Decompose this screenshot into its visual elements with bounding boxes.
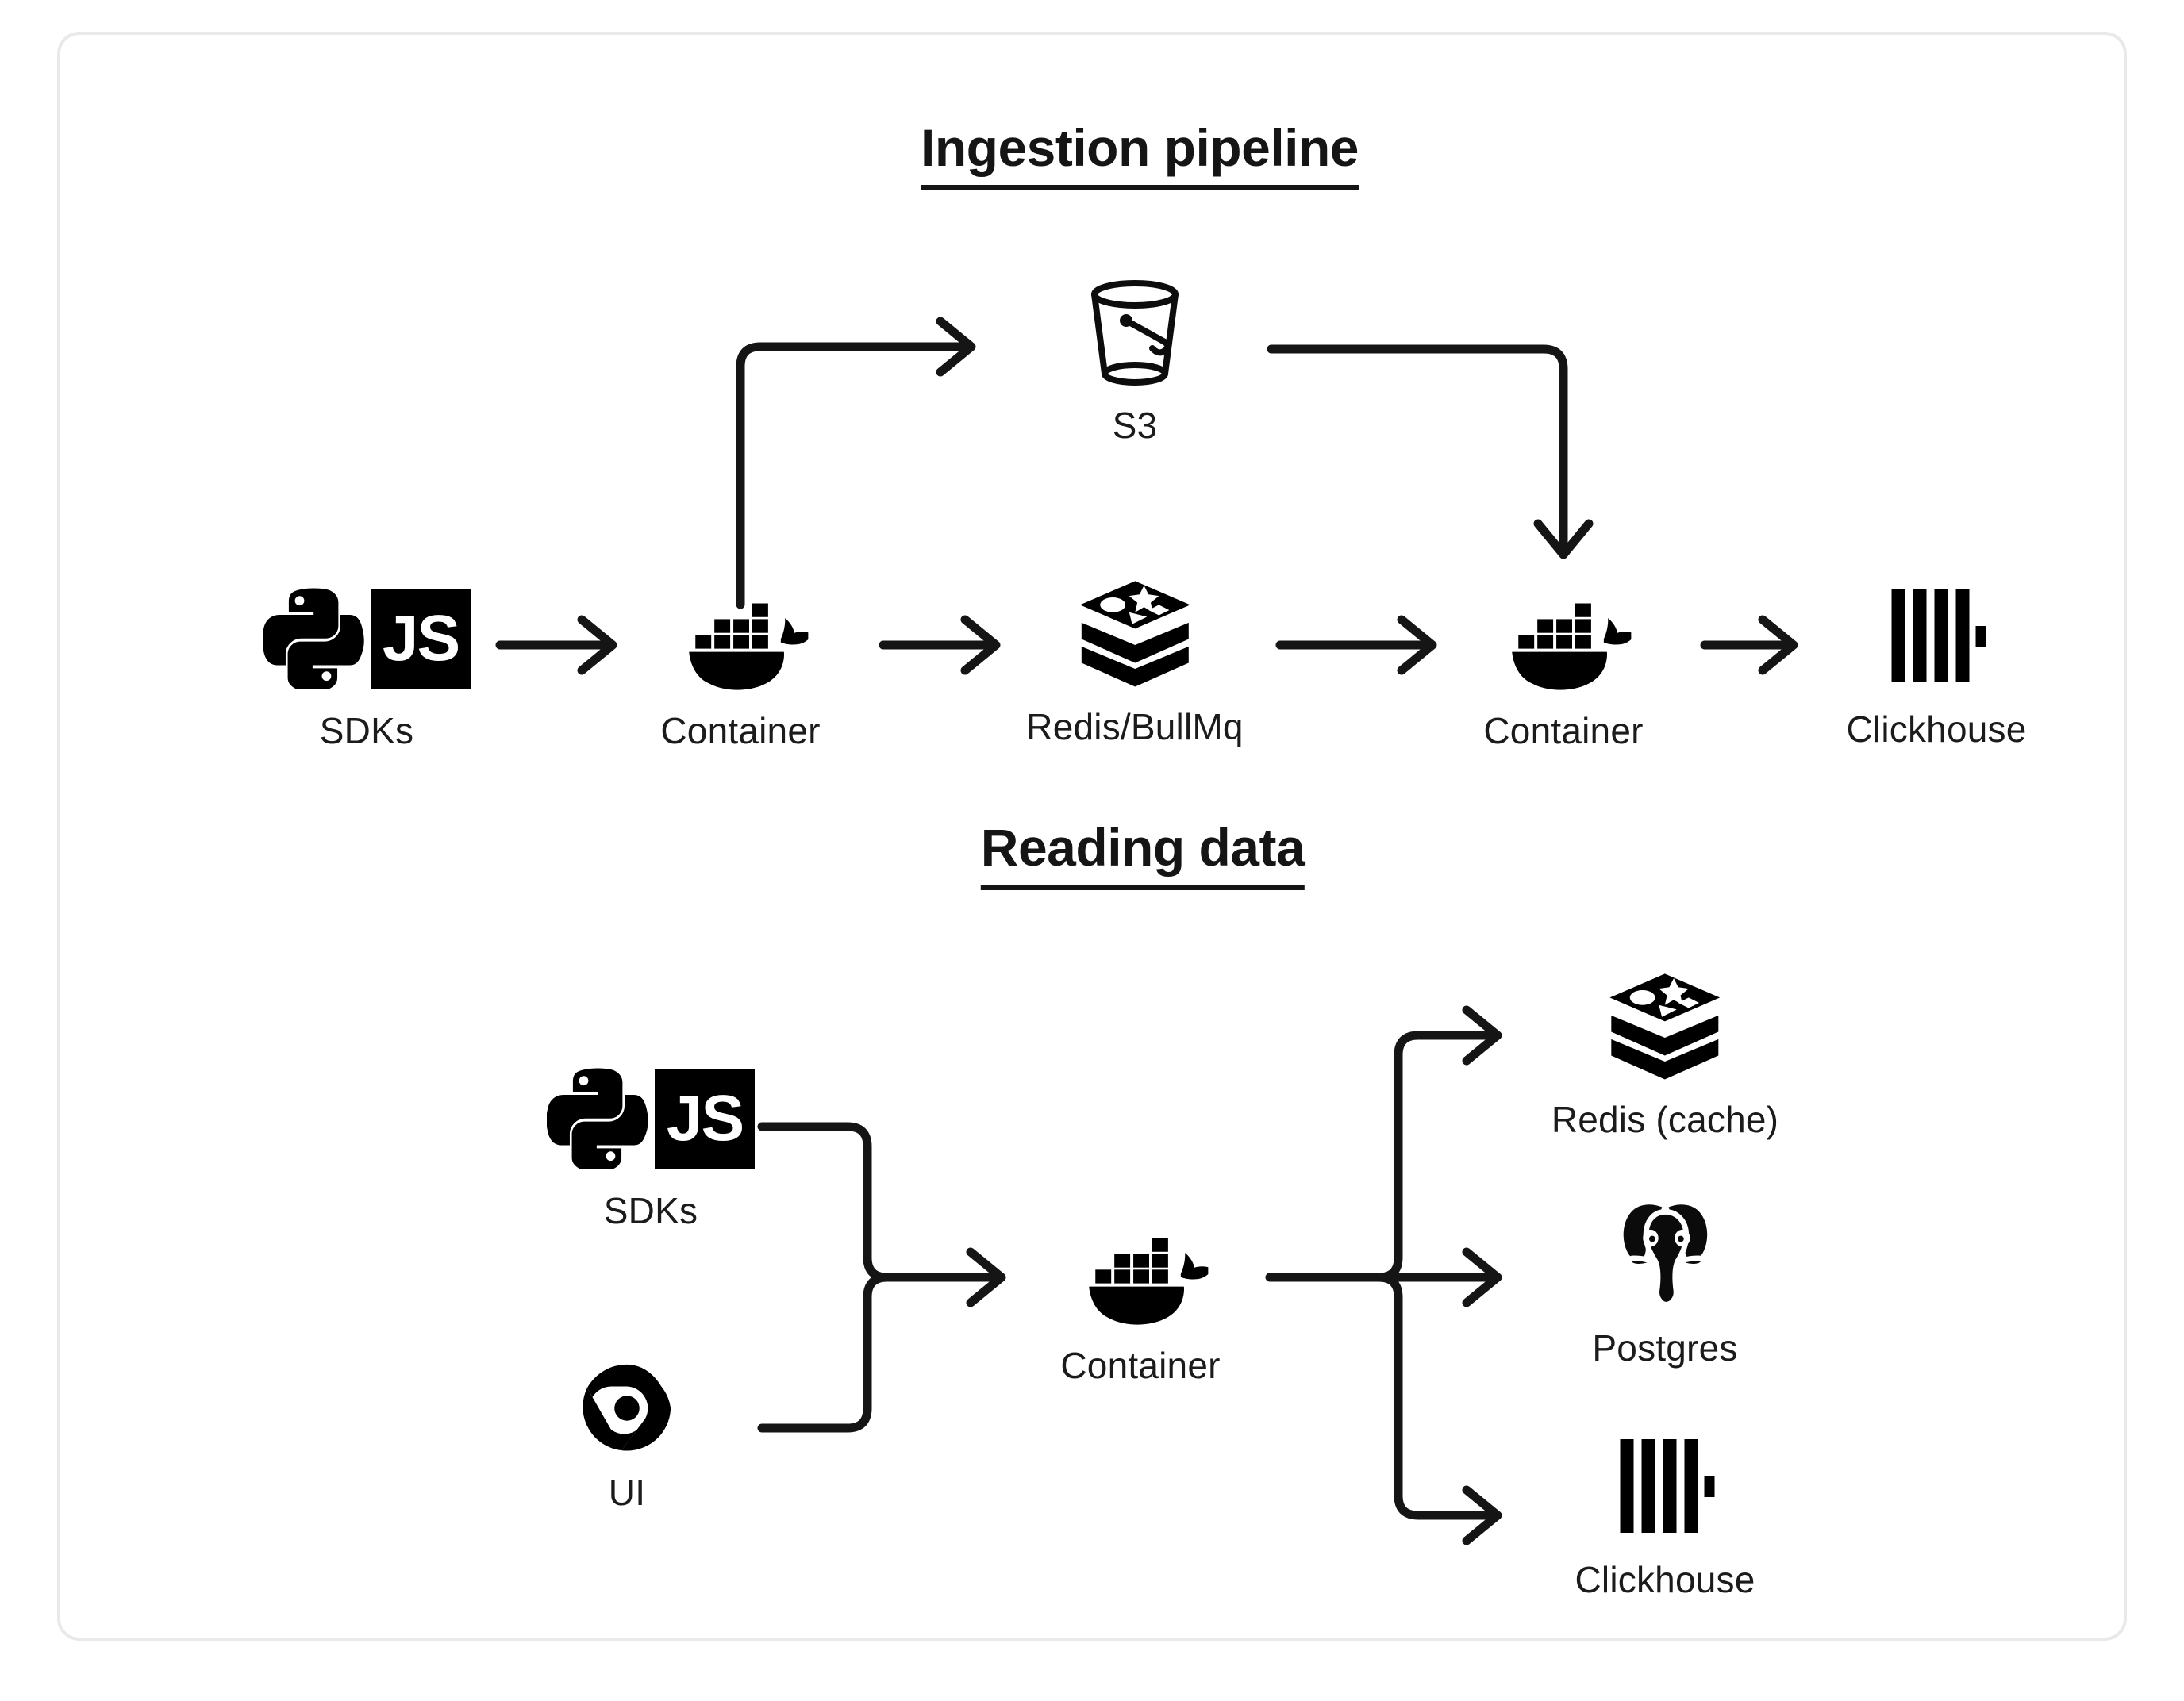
node-container-ingest-2[interactable]: Container bbox=[1483, 579, 1643, 752]
node-postgres[interactable]: Postgres bbox=[1592, 1196, 1737, 1369]
node-label-container-reading: Container bbox=[1060, 1345, 1221, 1386]
chrome-icon-group bbox=[580, 1361, 674, 1460]
docker-icon-group-reading bbox=[1060, 1214, 1220, 1333]
docker-icon-group bbox=[660, 579, 820, 698]
docker-icon bbox=[1496, 582, 1636, 697]
javascript-icon: JS bbox=[655, 1069, 755, 1169]
redis-cache-icon-group bbox=[1551, 968, 1778, 1087]
redis-icon-group bbox=[1026, 575, 1243, 694]
node-label-redis-bullmq: Redis/BullMq bbox=[1026, 706, 1244, 747]
ingestion-title-text: Ingestion pipeline bbox=[920, 118, 1359, 190]
docker-icon bbox=[673, 582, 813, 697]
docker-icon-group-2 bbox=[1483, 579, 1643, 698]
docker-icon bbox=[1073, 1216, 1213, 1331]
node-container-reading[interactable]: Container bbox=[1060, 1214, 1220, 1387]
sdks-icon-group-reading: JS bbox=[546, 1059, 755, 1178]
clickhouse-icon bbox=[1615, 1434, 1715, 1542]
node-redis-cache[interactable]: Redis (cache) bbox=[1551, 968, 1778, 1141]
s3-bucket-icon bbox=[1082, 277, 1187, 394]
postgres-icon-group bbox=[1592, 1196, 1737, 1315]
section-title-reading: Reading data bbox=[980, 817, 1305, 890]
node-label-sdks-reading: SDKs bbox=[603, 1190, 698, 1231]
node-label-clickhouse-reading: Clickhouse bbox=[1575, 1559, 1755, 1600]
javascript-icon: JS bbox=[371, 589, 471, 689]
node-ui[interactable]: UI bbox=[580, 1361, 674, 1514]
clickhouse-icon-group-reading bbox=[1575, 1428, 1755, 1547]
redis-icon bbox=[1605, 966, 1725, 1089]
reading-title-text: Reading data bbox=[980, 818, 1305, 890]
node-label-postgres: Postgres bbox=[1592, 1327, 1738, 1369]
node-label-clickhouse-ingest: Clickhouse bbox=[1846, 708, 2027, 750]
node-label-container-1: Container bbox=[660, 710, 821, 751]
python-icon bbox=[546, 1066, 650, 1173]
redis-icon bbox=[1075, 574, 1194, 697]
python-icon bbox=[262, 586, 366, 693]
section-title-ingestion: Ingestion pipeline bbox=[920, 117, 1359, 190]
node-container-ingest-1[interactable]: Container bbox=[660, 579, 820, 752]
node-label-sdks: SDKs bbox=[319, 710, 414, 751]
node-redis-bullmq[interactable]: Redis/BullMq bbox=[1026, 575, 1244, 748]
postgres-elephant-icon bbox=[1607, 1196, 1723, 1316]
node-clickhouse-reading[interactable]: Clickhouse bbox=[1575, 1428, 1755, 1601]
node-sdks-ingestion[interactable]: JS SDKs bbox=[262, 579, 471, 752]
node-label-redis-cache: Redis (cache) bbox=[1551, 1099, 1779, 1140]
node-label-s3: S3 bbox=[1112, 405, 1158, 446]
node-sdks-reading[interactable]: JS SDKs bbox=[546, 1059, 755, 1232]
clickhouse-icon bbox=[1886, 584, 1986, 691]
node-clickhouse-ingest[interactable]: Clickhouse bbox=[1847, 578, 2027, 751]
node-label-container-2: Container bbox=[1483, 710, 1644, 751]
clickhouse-icon-group bbox=[1847, 578, 2027, 697]
node-s3[interactable]: S3 bbox=[1082, 278, 1187, 447]
s3-icon-group bbox=[1082, 278, 1187, 393]
chrome-icon bbox=[580, 1361, 674, 1459]
node-label-ui: UI bbox=[608, 1472, 646, 1513]
sdks-icon-group: JS bbox=[262, 579, 471, 698]
